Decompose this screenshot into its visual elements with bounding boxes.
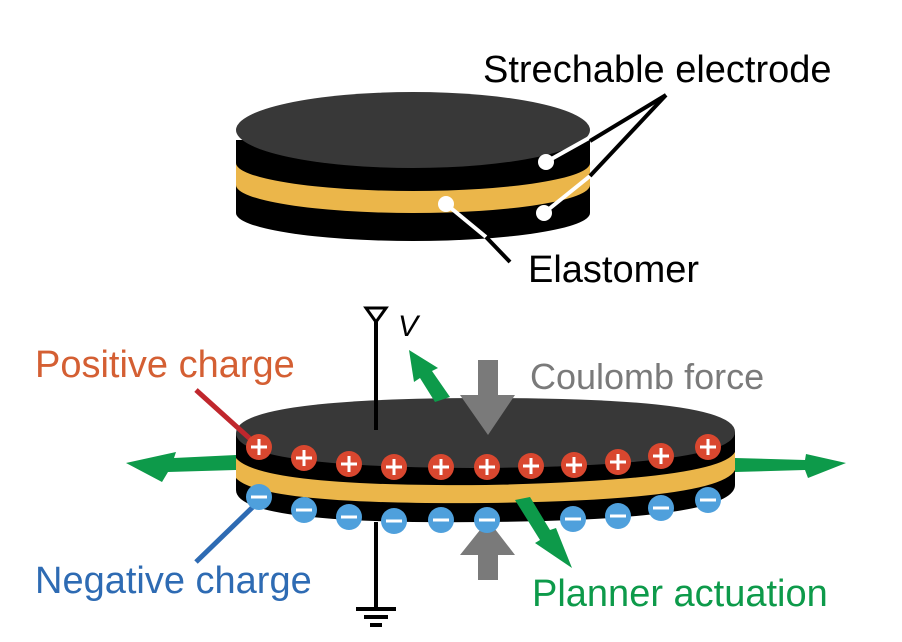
top-electrode-surface [236, 92, 590, 168]
coulomb-arrow-up [460, 520, 515, 580]
positive-charge-icon [428, 454, 454, 480]
positive-charge-icon [474, 454, 500, 480]
voltage-label: V [398, 310, 421, 343]
disk-unactuated [236, 92, 590, 241]
positive-charge-icon [605, 449, 631, 475]
coulomb-arrow-down [460, 360, 515, 435]
charges [246, 434, 721, 534]
electrode-leaders [536, 93, 668, 221]
negative-charge-icon [381, 508, 407, 534]
actuation-arrow-upleft [409, 350, 450, 402]
positive-charge-icon [381, 454, 407, 480]
negative-charge-icon [428, 507, 454, 533]
negative-charge-icon [695, 487, 721, 513]
negative-charge-label: Negative charge [35, 560, 312, 602]
actuated-elastomer-band [236, 452, 735, 504]
bottom-electrode-side [236, 140, 590, 241]
positive-charge-icon [336, 451, 362, 477]
actuation-arrow-right [735, 454, 846, 478]
actuation-label: Planner actuation [532, 573, 828, 615]
elastomer-leader [438, 196, 512, 264]
actuation-arrow-downright [515, 497, 572, 568]
voltage-terminal [363, 306, 389, 430]
positive-charge-icon [246, 434, 272, 460]
coulomb-label: Coulomb force [530, 356, 764, 397]
actuation-arrow-left [126, 452, 236, 482]
electrode-label: Strechable electrode [483, 49, 832, 91]
positive-charge-icon [291, 445, 317, 471]
positive-charge-icon [695, 434, 721, 460]
negative-leader [194, 500, 260, 564]
positive-charge-label: Positive charge [35, 344, 295, 386]
negative-charge-icon [560, 506, 586, 532]
negative-charge-icon [474, 507, 500, 533]
negative-charge-icon [336, 504, 362, 530]
ground-icon [356, 522, 396, 627]
negative-charge-icon [648, 495, 674, 521]
positive-leader [194, 388, 260, 448]
negative-charge-icon [605, 503, 631, 529]
negative-charge-icon [246, 484, 272, 510]
actuated-top-electrode-surface [236, 398, 735, 468]
elastomer-label: Elastomer [528, 249, 699, 291]
positive-charge-icon [648, 443, 674, 469]
negative-charge-icon [291, 497, 317, 523]
positive-charge-icon [518, 453, 544, 479]
positive-charge-icon [561, 452, 587, 478]
elastomer-band [236, 163, 590, 213]
